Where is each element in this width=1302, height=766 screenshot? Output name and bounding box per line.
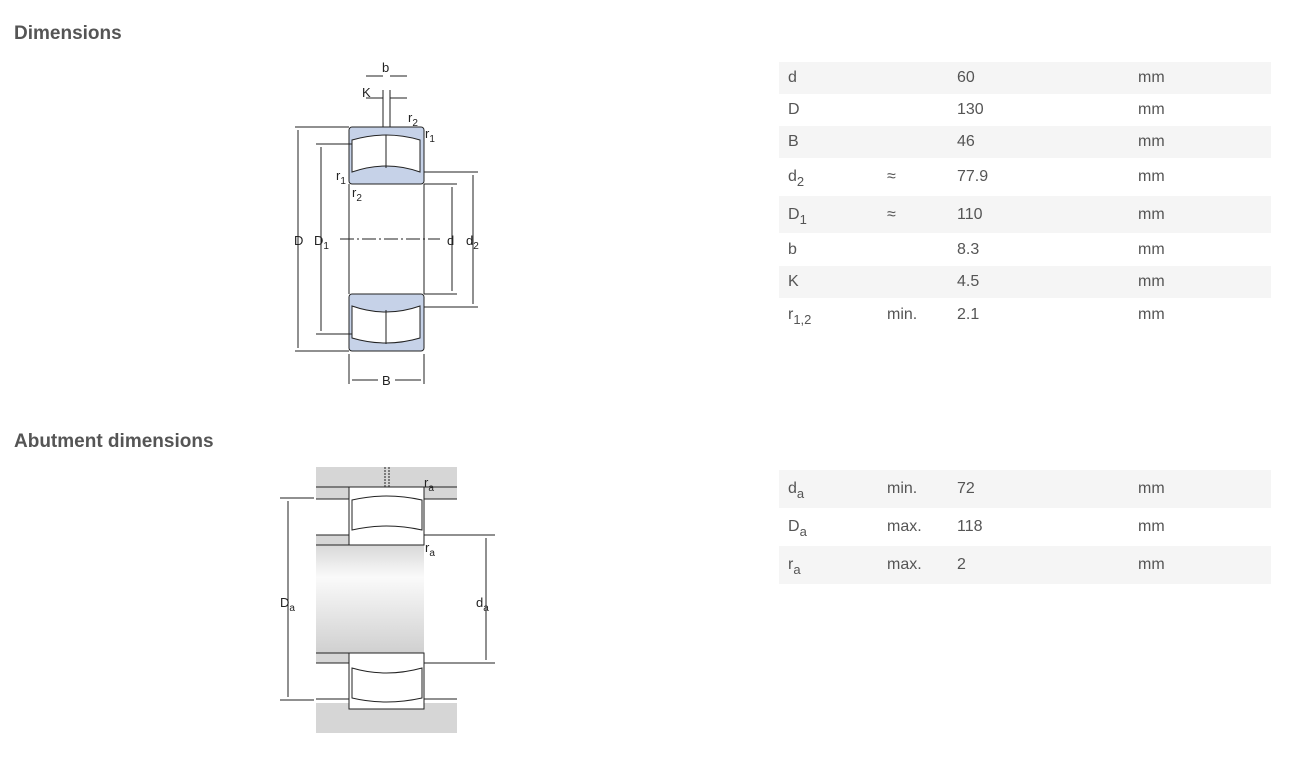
- abutment-heading: Abutment dimensions: [14, 431, 214, 452]
- table-row: da min. 72 mm: [779, 470, 1271, 508]
- label-b: b: [382, 60, 389, 75]
- param-unit: mm: [1138, 133, 1165, 150]
- param-qualifier: [887, 62, 957, 94]
- param-value: 4.5: [957, 273, 980, 290]
- param-qualifier: [887, 233, 957, 266]
- param-qualifier: [887, 266, 957, 298]
- table-row: Da max. 118 mm: [779, 508, 1271, 546]
- table-row: K 4.5 mm: [779, 266, 1271, 298]
- label-r2b: r2: [352, 185, 362, 204]
- param-unit: mm: [1138, 518, 1165, 535]
- param-subscript: 2: [796, 174, 805, 189]
- label-r1: r1: [425, 126, 435, 145]
- abutment-drawing: ra ra Da da: [280, 467, 495, 733]
- param-unit: mm: [1138, 240, 1165, 258]
- table-row: D 130 mm: [779, 94, 1271, 126]
- param-subscript: a: [793, 562, 801, 577]
- param-subscript: 1: [799, 211, 807, 227]
- param-value: 60: [957, 69, 975, 86]
- label-d2: d2: [466, 233, 479, 252]
- param-value: 130: [957, 101, 984, 118]
- label-subscript: a: [429, 548, 435, 559]
- param-name: d: [788, 168, 797, 185]
- param-unit: mm: [1138, 205, 1165, 223]
- table-row: b 8.3 mm: [779, 233, 1271, 266]
- label-r2: r2: [408, 110, 418, 129]
- param-value: 46: [957, 133, 975, 150]
- param-qualifier: ≈: [887, 205, 896, 223]
- param-subscript: a: [799, 524, 807, 539]
- param-qualifier: min.: [887, 480, 918, 497]
- label-subscript: 1: [429, 134, 435, 145]
- param-name: d: [788, 69, 797, 86]
- param-name: D: [788, 101, 800, 118]
- label-subscript: 2: [412, 118, 418, 129]
- param-qualifier: [887, 94, 957, 126]
- param-unit: mm: [1138, 273, 1165, 290]
- table-row: B 46 mm: [779, 126, 1271, 158]
- label-subscript: 1: [323, 241, 329, 252]
- param-qualifier: [887, 126, 957, 158]
- label-D1: D1: [314, 233, 329, 252]
- label-subscript: a: [483, 603, 489, 614]
- param-unit: mm: [1138, 306, 1165, 323]
- param-name: d: [788, 480, 797, 497]
- param-value: 118: [957, 518, 983, 535]
- table-row: ra max. 2 mm: [779, 546, 1271, 584]
- param-value: 110: [957, 205, 983, 223]
- label-subscript: 2: [473, 241, 479, 252]
- label-subscript: 1: [340, 176, 346, 187]
- param-value: 2.1: [957, 306, 980, 323]
- param-qualifier: min.: [887, 306, 918, 323]
- param-subscript: a: [796, 486, 805, 501]
- dimensions-heading: Dimensions: [14, 23, 122, 44]
- table-row: d 60 mm: [779, 62, 1271, 94]
- param-qualifier: ≈: [887, 168, 896, 185]
- label-da: da: [476, 595, 489, 614]
- param-unit: mm: [1138, 480, 1165, 497]
- label-subscript: 2: [356, 193, 362, 204]
- param-name: D: [788, 518, 800, 535]
- param-value: 77.9: [957, 168, 989, 185]
- param-name: b: [788, 240, 797, 258]
- label-ra-top: ra: [424, 475, 434, 494]
- param-value: 2: [957, 556, 966, 573]
- param-unit: mm: [1138, 556, 1165, 573]
- param-value: 72: [957, 480, 975, 497]
- param-qualifier: max.: [887, 556, 922, 573]
- param-value: 8.3: [957, 240, 980, 258]
- label-subscript: a: [289, 603, 295, 614]
- table-row: r1,2 min. 2.1 mm: [779, 298, 1271, 332]
- param-name: r: [788, 306, 794, 323]
- param-name: D: [788, 205, 800, 223]
- label-d: d: [447, 233, 454, 248]
- param-qualifier: max.: [887, 518, 922, 535]
- param-unit: mm: [1138, 101, 1165, 118]
- param-name: B: [788, 133, 799, 150]
- label-subscript: a: [428, 483, 434, 494]
- param-name: r: [788, 556, 794, 573]
- bearing-dimensions-drawing: b K r2 r1 r1 r2 D D1 d d2 B: [294, 60, 479, 388]
- param-subscript: 1,2: [793, 312, 812, 327]
- table-row: d2 ≈77.9 mm: [779, 158, 1271, 196]
- label-D: D: [294, 233, 303, 248]
- label-r1b: r1: [336, 168, 346, 187]
- label-ra-bottom: ra: [425, 540, 435, 559]
- table-row: D1 ≈110 mm: [779, 196, 1271, 233]
- label-B: B: [382, 373, 391, 388]
- param-unit: mm: [1138, 69, 1165, 86]
- param-name: K: [788, 273, 799, 290]
- param-unit: mm: [1138, 168, 1165, 185]
- label-K: K: [362, 85, 371, 100]
